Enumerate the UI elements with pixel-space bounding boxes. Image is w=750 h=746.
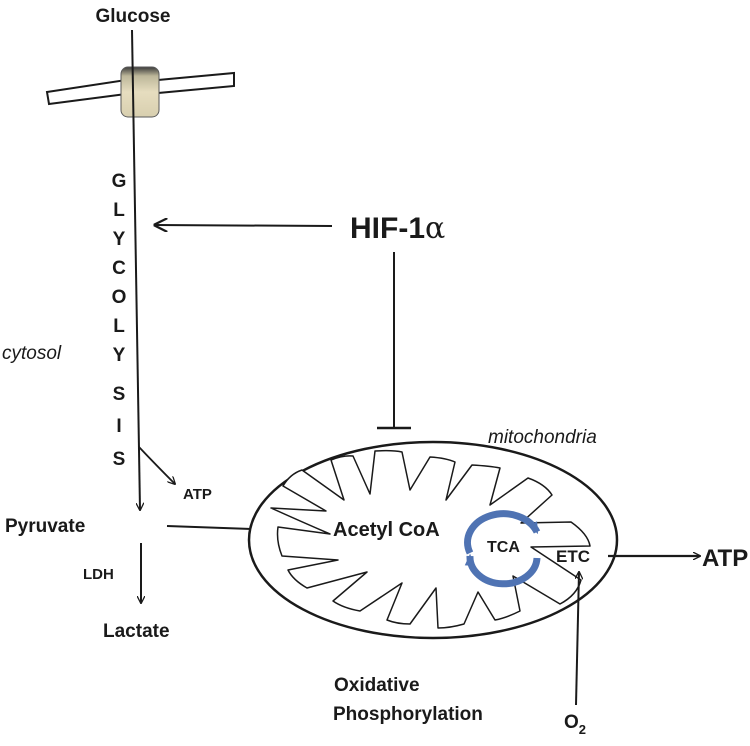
pyruvate-label: Pyruvate bbox=[5, 516, 85, 537]
o2-subscript: 2 bbox=[579, 722, 586, 737]
glycolysis-letter: S bbox=[113, 384, 126, 405]
glycolysis-label: G L Y C O L Y S I S bbox=[112, 171, 127, 470]
glycolysis-letter: Y bbox=[113, 345, 126, 366]
etc-label: ETC bbox=[556, 547, 590, 566]
o2-to-etc-arrow bbox=[576, 572, 579, 706]
hif-1a-prefix: HIF-1 bbox=[350, 212, 425, 245]
mitochondria-label: mitochondria bbox=[488, 427, 597, 448]
atp-output-label: ATP bbox=[702, 545, 748, 572]
cytosol-label: cytosol bbox=[2, 343, 62, 364]
hif-1a-label: HIF-1α bbox=[350, 211, 445, 246]
atp-glycolysis-label: ATP bbox=[183, 486, 212, 503]
glycolysis-letter: L bbox=[113, 316, 125, 337]
hif-1a-alpha: α bbox=[425, 211, 445, 246]
acetyl-coa-label: Acetyl CoA bbox=[333, 519, 440, 541]
glucose-transporter bbox=[120, 66, 160, 118]
membrane-right bbox=[157, 71, 235, 95]
glycolysis-letter: C bbox=[112, 258, 126, 279]
oxidative-label: Oxidative bbox=[334, 675, 420, 696]
glycolysis-letter: G bbox=[112, 171, 127, 192]
atp-branch-arrow bbox=[138, 446, 175, 484]
glycolysis-letter: O bbox=[112, 287, 127, 308]
ldh-label: LDH bbox=[83, 566, 114, 583]
hif-activates-glycolysis-arrow bbox=[155, 225, 333, 226]
membrane-left bbox=[45, 78, 127, 106]
tca-label: TCA bbox=[487, 539, 520, 556]
glycolysis-letter: I bbox=[116, 416, 121, 437]
tca-cycle-arrow-bottom bbox=[464, 553, 541, 588]
glycolysis-arrow bbox=[131, 29, 140, 510]
glucose-label: Glucose bbox=[96, 6, 171, 27]
o2-label: O2 bbox=[564, 712, 586, 737]
tca-cycle-arrow-top bbox=[464, 510, 541, 555]
glycolysis-letter: Y bbox=[113, 229, 126, 250]
lactate-label: Lactate bbox=[103, 621, 170, 642]
o2-main: O bbox=[564, 712, 579, 733]
glycolysis-letter: L bbox=[113, 200, 125, 221]
phosphorylation-label: Phosphorylation bbox=[333, 704, 483, 725]
glycolysis-letter: S bbox=[113, 449, 126, 470]
